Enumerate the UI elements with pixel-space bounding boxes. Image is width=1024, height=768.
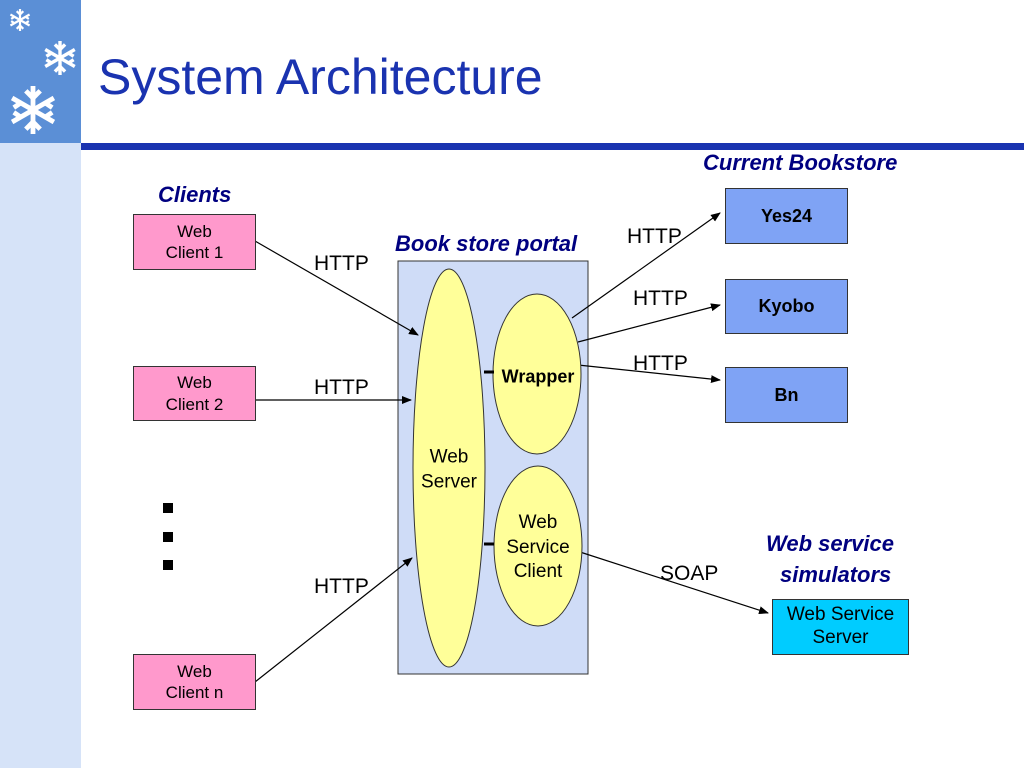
web-client-2-line2: Client 2 [165, 394, 224, 414]
web-server-line1: Web [429, 446, 469, 468]
yes24-arrow [571, 212, 721, 319]
web-client-1-line2: Client 1 [165, 243, 224, 262]
web-service-server-line1: Web Service [786, 604, 895, 626]
clients-heading: Clients [158, 182, 232, 207]
web-server-line2: Server [421, 471, 477, 492]
http-label-client1: HTTP [314, 252, 369, 275]
wrapper-node [492, 293, 582, 455]
title-divider [81, 143, 1024, 150]
bn-label: Bn [774, 384, 799, 405]
http-label-kyobo: HTTP [633, 287, 688, 310]
ellipsis-dot [163, 503, 173, 513]
wrapper-label: Wrapper [501, 366, 575, 387]
soap-arrow [579, 551, 769, 615]
web-server-node [412, 268, 486, 668]
kyobo-label: Kyobo [758, 296, 815, 317]
web-client-n-box: Web Client n [133, 654, 256, 710]
http-label-clientn: HTTP [314, 575, 369, 598]
client1-arrow [254, 240, 419, 336]
portal-heading: Book store portal [395, 231, 578, 256]
ws-client-line3: Client [513, 561, 563, 583]
ws-client-label: Web Service Client [506, 511, 569, 585]
bn-box: Bn [725, 367, 848, 423]
ws-client-line2: Service [506, 536, 570, 558]
snowflake-panel [0, 0, 81, 143]
bn-arrow [577, 364, 721, 384]
clientn-arrow [254, 557, 413, 683]
ws-client-node [493, 465, 583, 627]
web-client-n-line1: Web [177, 661, 212, 681]
web-client-1-box: Web Client 1 [133, 214, 256, 270]
web-service-server-line2: Server [812, 627, 869, 648]
http-label-bn: HTTP [633, 352, 688, 375]
kyobo-arrow [577, 303, 721, 343]
ellipsis-dot [163, 560, 173, 570]
web-client-1-line1: Web [177, 221, 212, 241]
simulators-heading-line2: simulators [780, 562, 892, 587]
slide-title: System Architecture [98, 49, 543, 105]
kyobo-box: Kyobo [725, 279, 848, 334]
soap-label: SOAP [660, 562, 719, 585]
ellipsis-dot [163, 532, 173, 542]
simulators-heading-line1: Web service [766, 531, 895, 556]
yes24-box: Yes24 [725, 188, 848, 244]
yes24-label: Yes24 [760, 205, 813, 226]
web-server-label: Web Server [421, 445, 477, 494]
http-label-yes24: HTTP [627, 225, 682, 248]
http-label-client2: HTTP [314, 376, 369, 399]
web-service-server-box: Web Service Server [772, 599, 909, 655]
web-client-2-box: Web Client 2 [133, 366, 256, 421]
web-client-2-line1: Web [177, 373, 212, 393]
web-client-n-line2: Client n [165, 683, 224, 702]
bookstore-heading: Current Bookstore [703, 150, 898, 175]
ws-client-line1: Web [518, 511, 558, 533]
